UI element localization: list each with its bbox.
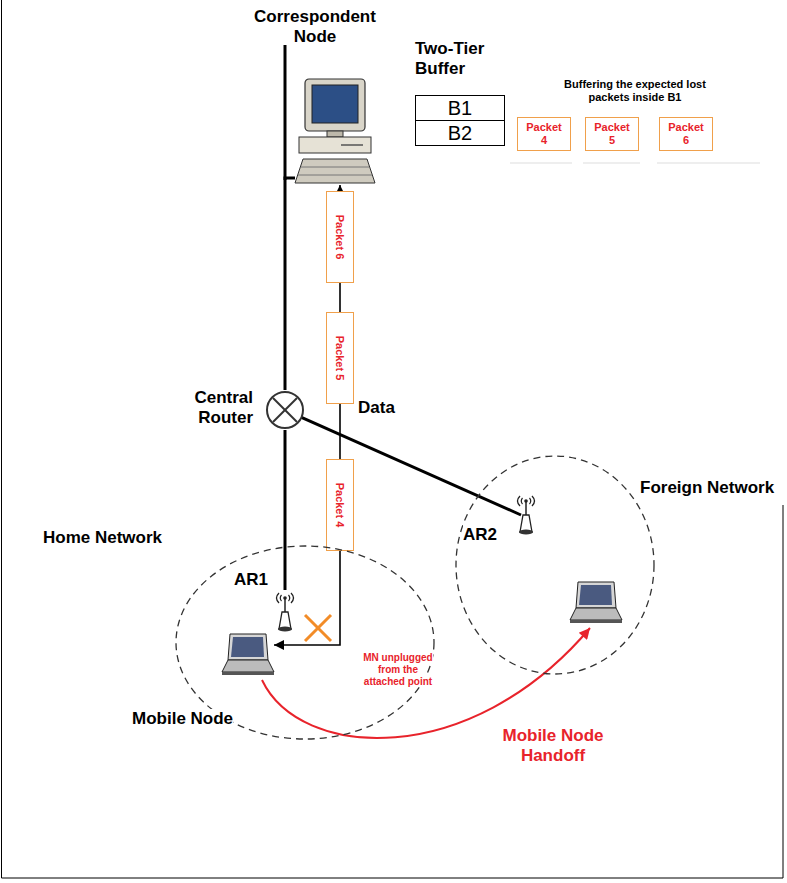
access-router: AR1 <box>272 590 298 632</box>
packet-name: Packet 5 <box>592 121 632 146</box>
router-symbol-icon <box>265 390 305 430</box>
correspondent-node-part <box>295 159 375 183</box>
buffer-tier: B1 <box>415 95 505 121</box>
network-area: Foreign NetworkAR2 <box>455 455 655 675</box>
correspondent-node-part <box>299 137 371 153</box>
buffer-slot-line <box>657 163 760 164</box>
packet-box: Packet 6 <box>659 117 713 151</box>
node-heading: Home Network <box>43 528 173 548</box>
packet-name: Packet 4 <box>334 483 347 528</box>
correspondent-node-part <box>341 144 363 146</box>
packet-box: Packet 4 <box>326 459 354 551</box>
access-router-icon <box>272 590 298 632</box>
note-text: Buffering the expected lost packets insi… <box>564 78 706 103</box>
mobile-node-part <box>231 637 264 657</box>
network-outline <box>455 455 655 675</box>
correspondent-node: Correspondent Node <box>295 75 375 185</box>
access-router-part <box>532 496 535 506</box>
two-tier-buffer: Two-Tier BufferB1B2 <box>415 95 505 146</box>
correspondent-node-part <box>298 175 372 176</box>
packet-name: Packet 5 <box>334 336 347 381</box>
packet-box: Packet 5 <box>326 312 354 404</box>
break-mark <box>305 615 331 641</box>
access-router-part <box>280 595 281 601</box>
packet-box: Packet 5 <box>585 117 639 151</box>
access-router-part <box>284 598 286 612</box>
access-router-part <box>521 498 522 504</box>
access-router-part <box>525 501 527 515</box>
mobile-node-part <box>222 672 274 675</box>
access-router-part <box>518 496 521 506</box>
edge-label: Data <box>358 398 395 418</box>
buffer-note: Buffering the expected lost packets insi… <box>555 78 715 104</box>
laptop-screen <box>576 582 616 608</box>
heading-text: Central Router <box>194 388 253 427</box>
correspondent-node-part <box>327 131 343 137</box>
router-symbol: Central Router <box>265 390 305 430</box>
node-heading: AR2 <box>463 525 503 545</box>
packet-box: Packet 6 <box>326 191 354 283</box>
note-text: Mobile Node Handoff <box>502 726 603 765</box>
access-router-part <box>278 627 292 632</box>
heading-text: Home Network <box>43 528 162 547</box>
correspondent-node-icon <box>295 75 375 185</box>
node-heading: Correspondent Node <box>245 7 385 48</box>
connector <box>285 178 295 390</box>
heading-text: AR1 <box>234 570 268 589</box>
disconnect-note: MN unplugged from the attached point <box>358 652 438 688</box>
heading-text: Foreign Network <box>640 478 774 497</box>
mobile-node-part <box>222 660 274 672</box>
laptop-base <box>570 608 622 620</box>
tier-name: B1 <box>448 97 472 119</box>
correspondent-node-part <box>301 167 369 168</box>
mobile-node: Mobile Node <box>220 632 274 676</box>
tier-name: B2 <box>448 122 472 144</box>
access-router: AR2 <box>513 493 539 535</box>
access-router-part <box>277 593 280 603</box>
packet-box: Packet 4 <box>517 117 571 151</box>
laptop-edge <box>570 620 622 623</box>
packet-name: Packet 6 <box>334 215 347 260</box>
packet-name: Packet 4 <box>524 121 564 146</box>
access-router-part <box>279 612 291 629</box>
node-heading: Central Router <box>153 388 253 429</box>
access-router-icon <box>513 493 539 535</box>
network-boundary <box>456 456 654 674</box>
laptop-icon <box>570 582 622 623</box>
edge-label-text: Data <box>358 398 395 417</box>
laptop-display <box>579 585 612 605</box>
node-heading: Mobile Node <box>132 709 262 729</box>
heading-text: AR2 <box>463 525 497 544</box>
access-router-part <box>291 593 294 603</box>
access-router-part <box>519 530 533 535</box>
break-mark <box>305 615 331 641</box>
heading-text: Correspondent Node <box>254 7 376 46</box>
router-symbol-part <box>273 398 297 422</box>
backbone-line <box>284 45 287 180</box>
heading-text: Mobile Node <box>132 709 233 728</box>
heading-text: Two-Tier Buffer <box>415 39 484 78</box>
note-text: MN unplugged from the attached point <box>363 652 432 687</box>
correspondent-node-part <box>312 85 358 123</box>
handoff-label: Mobile Node Handoff <box>478 726 628 767</box>
router-symbol-part <box>267 392 303 428</box>
packet-name: Packet 6 <box>666 121 706 146</box>
access-router-part <box>530 498 531 504</box>
mobile-node-icon <box>220 632 274 676</box>
network-area: Home NetworkAR1Mobile Node <box>175 545 435 740</box>
node-heading: Two-Tier Buffer <box>415 39 507 80</box>
node-heading: AR1 <box>234 570 270 590</box>
access-router-part <box>289 595 290 601</box>
buffer-slot-line <box>583 163 640 164</box>
connector <box>284 430 287 590</box>
router-symbol-part <box>273 398 297 422</box>
buffer-tier: B2 <box>415 120 505 146</box>
buffer-slot-line <box>510 163 572 164</box>
node-heading: Foreign Network <box>640 478 787 498</box>
mobile-node-part <box>228 634 268 660</box>
correspondent-node-part <box>305 79 365 131</box>
access-router-part <box>520 515 532 532</box>
